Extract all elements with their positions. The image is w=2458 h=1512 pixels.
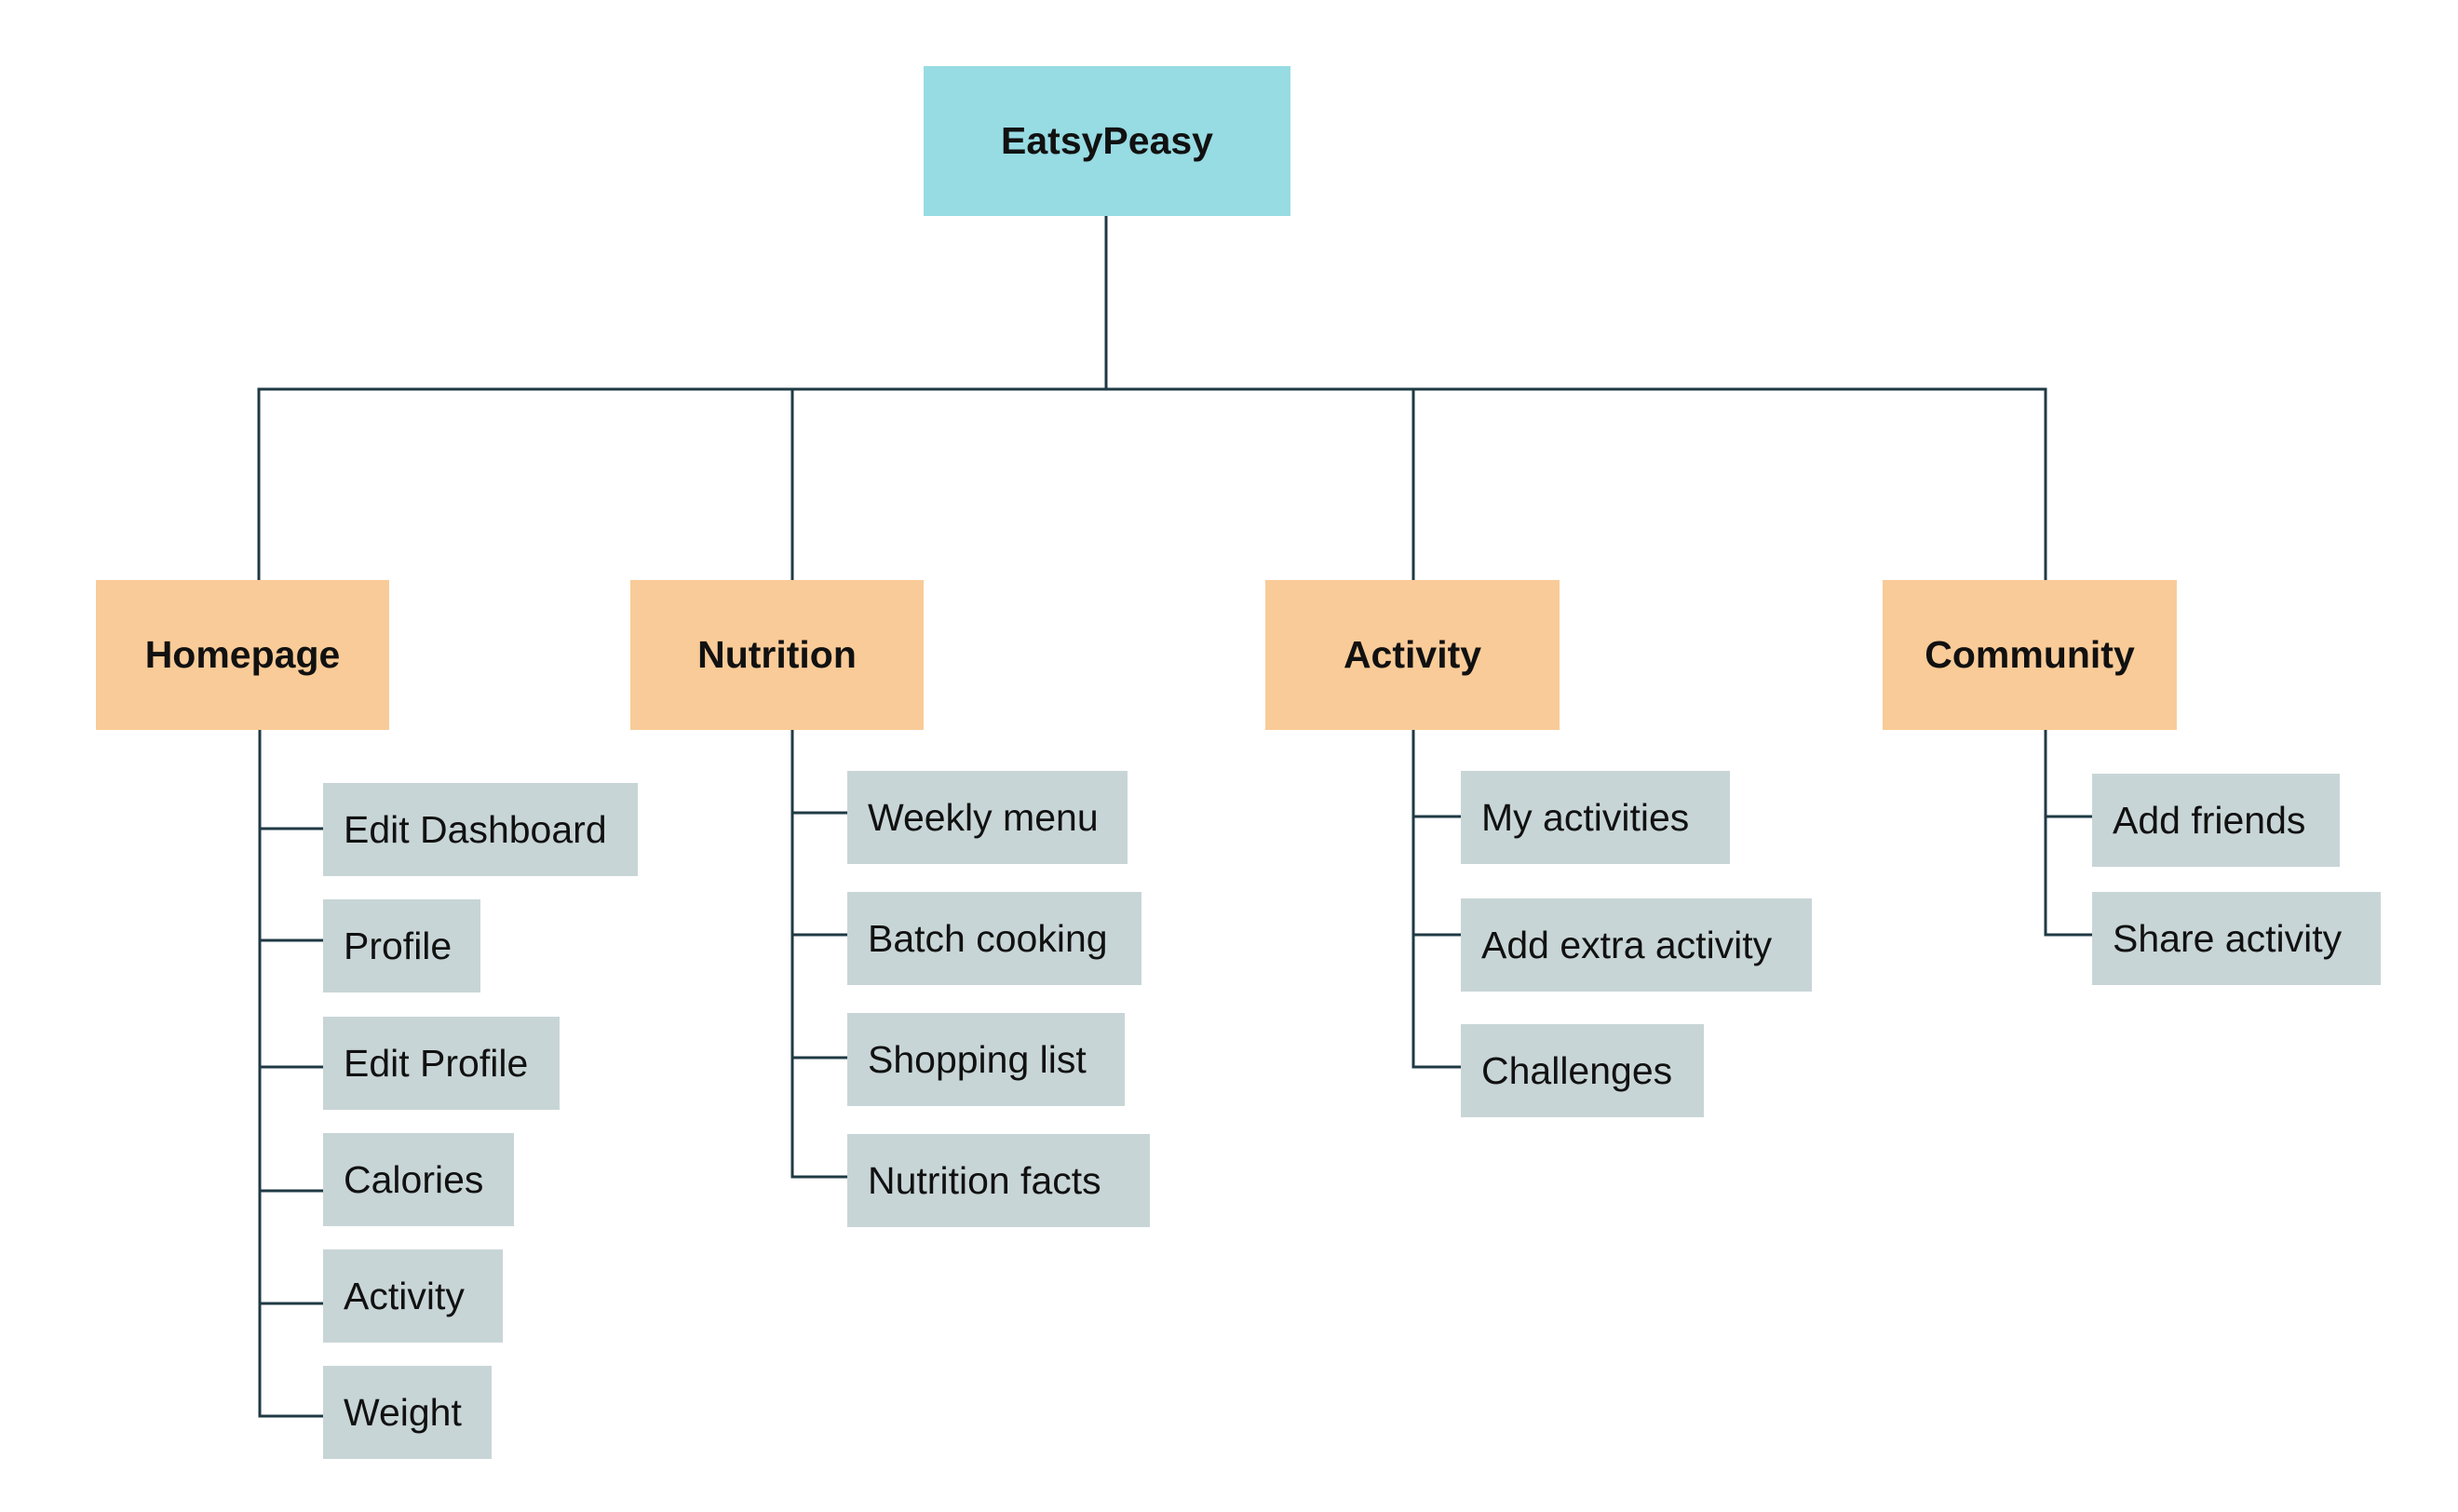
page-share-activity: Share activity [2092,892,2381,985]
page-batch-cooking: Batch cooking [847,892,1141,985]
page-edit-profile: Edit Profile [323,1017,560,1110]
section-activity: Activity [1265,580,1560,730]
page-shopping-list: Shopping list [847,1013,1125,1106]
page-challenges: Challenges [1461,1024,1704,1117]
page-profile: Profile [323,899,480,992]
root-node: EatsyPeasy [924,66,1290,216]
page-weight: Weight [323,1366,492,1459]
page-add-friends: Add friends [2092,774,2340,867]
section-homepage: Homepage [96,580,389,730]
page-edit-dashboard: Edit Dashboard [323,783,638,876]
page-activity: Activity [323,1249,503,1343]
page-nutrition-facts: Nutrition facts [847,1134,1150,1227]
page-calories: Calories [323,1133,514,1226]
page-add-extra-activity: Add extra activity [1461,898,1812,992]
section-community: Community [1883,580,2177,730]
page-weekly-menu: Weekly menu [847,771,1128,864]
page-my-activities: My activities [1461,771,1730,864]
section-nutrition: Nutrition [630,580,924,730]
